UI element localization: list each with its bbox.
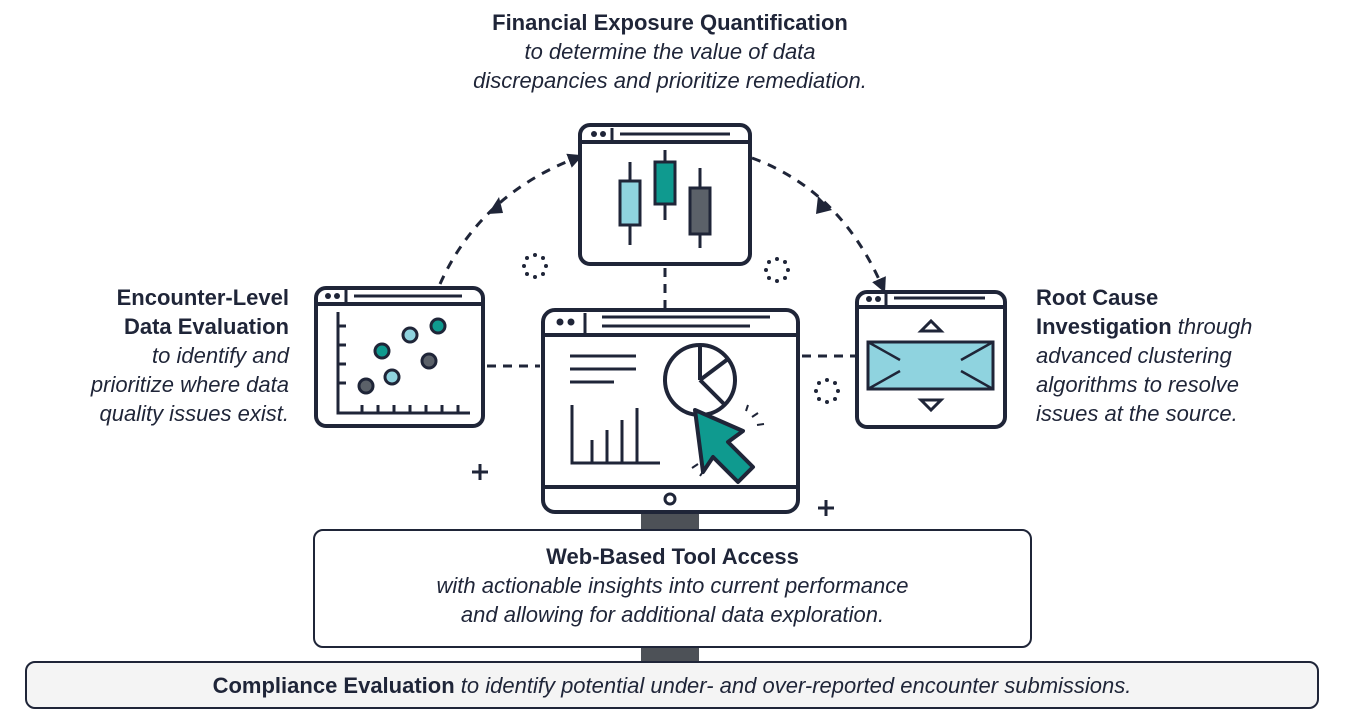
cursor-icon [691, 404, 765, 484]
compliance-title: Compliance Evaluation [212, 673, 455, 698]
root-cause-title-line1: Root Cause [1036, 285, 1159, 310]
compliance-desc: to identify potential under- and over-re… [454, 673, 1132, 698]
root-cause-section: Root Cause Investigation through advance… [1036, 283, 1336, 428]
encounter-title-line1: Encounter-Level [116, 285, 289, 310]
arrow-to-financial [438, 153, 583, 285]
plus-sign [472, 464, 834, 516]
root-cause-desc-line2: advanced clustering [1036, 343, 1232, 368]
root-cause-desc-inline: through [1171, 314, 1253, 339]
compliance-box: Compliance Evaluation to identify potent… [25, 661, 1319, 709]
encounter-section: Encounter-Level Data Evaluation to ident… [0, 283, 289, 428]
web-tool-desc-line1: with actionable insights into current pe… [436, 573, 909, 598]
arrowhead-right-mid [816, 196, 832, 214]
encounter-desc-line3: quality issues exist. [99, 401, 289, 426]
root-cause-desc-line3: algorithms to resolve [1036, 372, 1239, 397]
monitor-stand-lower [641, 646, 699, 662]
pie-chart-icon [663, 343, 737, 417]
monitor-stand [641, 510, 699, 532]
encounter-title-line2: Data Evaluation [123, 314, 289, 339]
monitor-dashboard-icon [541, 308, 800, 514]
financial-desc-line1: to determine the value of data [524, 39, 816, 64]
financial-desc-line2: discrepancies and prioritize remediation… [473, 68, 867, 93]
encounter-desc-line1: to identify and [152, 343, 289, 368]
financial-section: Financial Exposure Quantification to det… [340, 8, 1000, 95]
web-tool-box: Web-Based Tool Access with actionable in… [313, 529, 1032, 648]
candlestick-chart-icon [578, 123, 752, 266]
encounter-desc-line2: prioritize where data [90, 372, 289, 397]
dashed-connectors [487, 268, 856, 368]
web-tool-desc-line2: and allowing for additional data explora… [460, 602, 885, 627]
arrow-to-rootcause [751, 156, 886, 293]
sparkle-circle [522, 253, 840, 404]
arrowhead-left-mid [488, 197, 503, 214]
financial-title: Financial Exposure Quantification [492, 10, 848, 35]
web-tool-title: Web-Based Tool Access [546, 544, 799, 569]
expand-window-icon [855, 290, 1007, 429]
root-cause-title-line2: Investigation [1036, 314, 1172, 339]
scatter-plot-icon [314, 286, 485, 428]
root-cause-desc-line4: issues at the source. [1036, 401, 1238, 426]
